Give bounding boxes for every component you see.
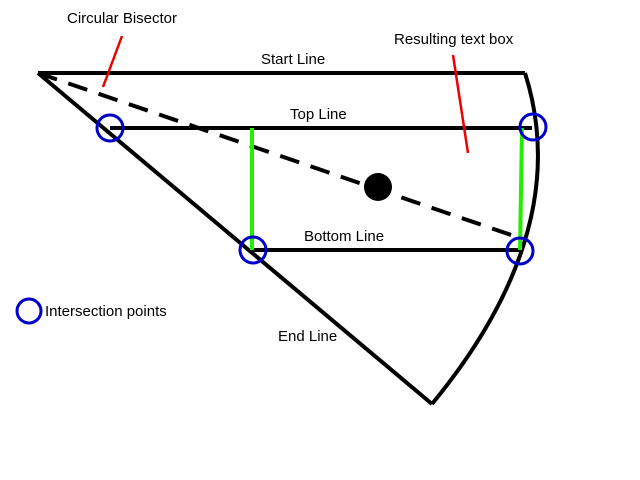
resulting-text-box-label: Resulting text box: [394, 31, 514, 48]
intersection-marker-top-right: [518, 112, 548, 142]
resulting-text-box-pointer: [451, 54, 470, 154]
circular-bisector-line: [37, 71, 521, 240]
text-box-right-side: [518, 127, 524, 251]
legend-intersection-marker: [15, 297, 43, 325]
circular-bisector-label: Circular Bisector: [67, 10, 177, 27]
intersection-marker-bottom-right: [505, 236, 535, 266]
top-line-label: Top Line: [290, 106, 347, 123]
intersection-marker-bottom-left: [238, 235, 268, 265]
end-line: [36, 71, 434, 406]
intersection-marker-top-left: [95, 113, 125, 143]
center-dot: [364, 173, 392, 201]
start-line-label: Start Line: [261, 51, 325, 68]
bottom-line-label: Bottom Line: [304, 228, 384, 245]
end-line-label: End Line: [278, 328, 337, 345]
circular-bisector-pointer: [101, 35, 124, 88]
intersection-points-label: Intersection points: [45, 303, 167, 320]
